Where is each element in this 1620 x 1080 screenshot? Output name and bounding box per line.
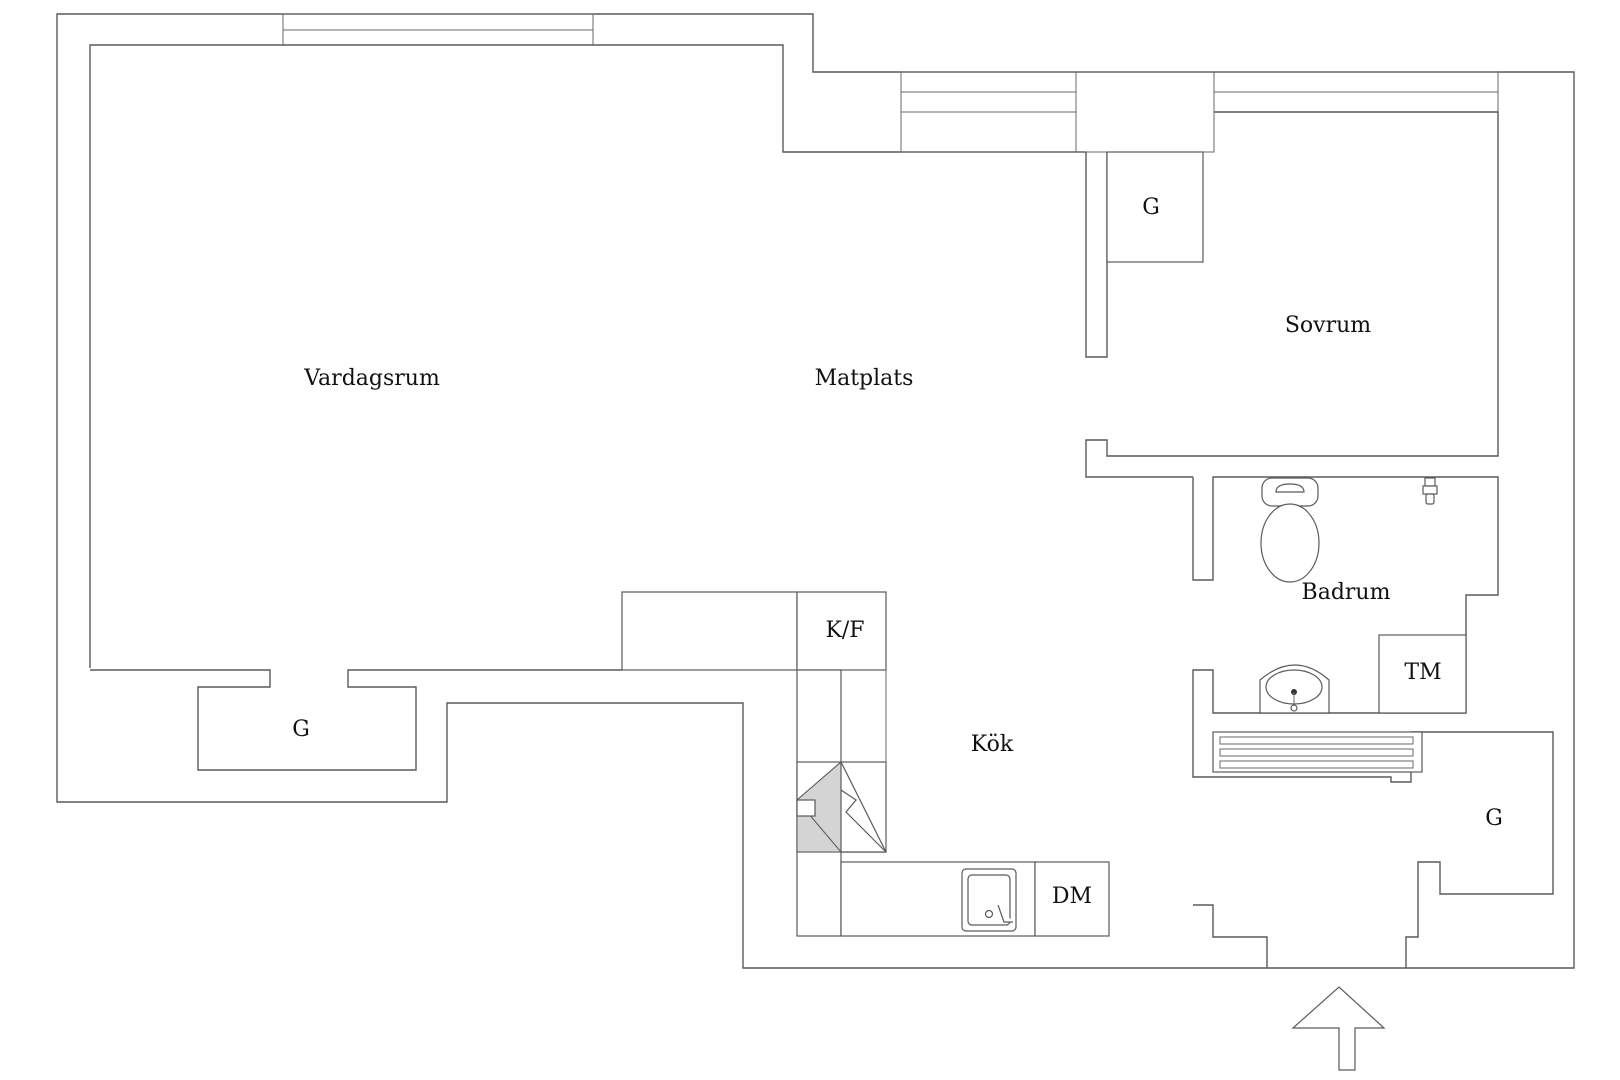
- dishwasher-label: DM: [1052, 884, 1092, 909]
- room-label-matplats: Matplats: [815, 366, 914, 391]
- wardrobe-label-living: G: [292, 717, 310, 742]
- stove-icon: [796, 760, 887, 854]
- kitchen-sink-icon: [961, 868, 1017, 932]
- fridge-freezer-label: K/F: [825, 618, 864, 643]
- living-bottom-inner-wall: [90, 669, 622, 771]
- shower-faucet-icon: [1422, 477, 1438, 505]
- wardrobe-label-hall: G: [1485, 806, 1503, 831]
- window-dining-top: [900, 71, 1077, 153]
- bedroom-left-wall: [1085, 152, 1108, 358]
- room-label-badrum: Badrum: [1302, 580, 1391, 605]
- washing-machine: [1378, 634, 1467, 714]
- outer-wall: [56, 13, 1575, 969]
- wardrobe-label-bedroom: G: [1142, 195, 1160, 220]
- living-dining-inner-wall: [89, 44, 1086, 668]
- washbasin-icon: [1259, 664, 1330, 714]
- room-label-kok: Kök: [971, 732, 1014, 757]
- kitchen-counter-top: [621, 591, 887, 671]
- room-label-sovrum: Sovrum: [1285, 313, 1371, 338]
- room-label-vardagsrum: Vardagsrum: [303, 366, 440, 391]
- bedroom-wall: [1085, 111, 1499, 478]
- bathroom-wall: [1192, 476, 1554, 968]
- toilet-icon: [1260, 477, 1320, 583]
- towel-radiator-icon: [1212, 731, 1423, 773]
- washing-machine-label: TM: [1404, 660, 1441, 685]
- hall-left-wall: [1193, 904, 1268, 968]
- window-living-top: [282, 13, 594, 46]
- entrance-arrow-icon: [1291, 986, 1386, 1071]
- wardrobe-bedroom: [1106, 151, 1204, 263]
